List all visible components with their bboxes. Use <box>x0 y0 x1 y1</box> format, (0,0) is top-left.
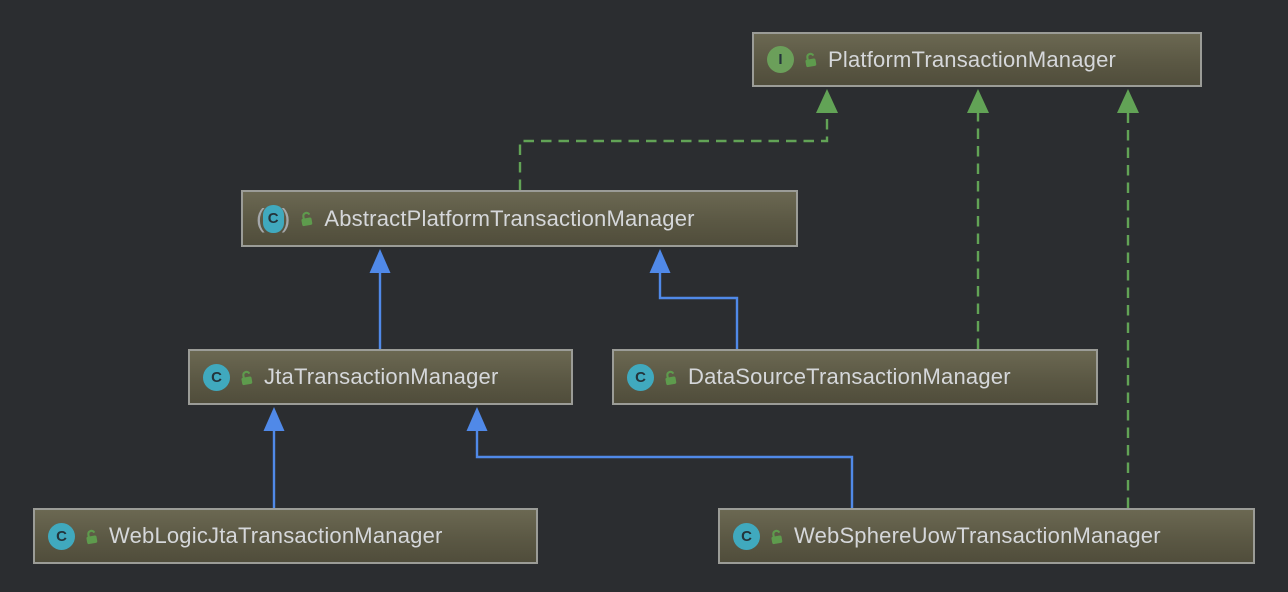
open-padlock-icon <box>805 52 817 68</box>
class-icon: C <box>203 363 230 391</box>
node-platform-transaction-manager[interactable]: I PlatformTransactionManager <box>752 32 1202 87</box>
abstract-class-icon: ( C ) <box>256 203 291 233</box>
arrowhead-implements <box>1117 89 1139 113</box>
node-label: PlatformTransactionManager <box>828 46 1117 72</box>
edge-datasource-extends-abstract <box>649 249 739 349</box>
node-label: WebLogicJtaTransactionManager <box>109 523 443 548</box>
node-label: AbstractPlatformTransactionManager <box>324 205 695 231</box>
node-abstract-platform-transaction-manager[interactable]: ( C ) AbstractPlatformTransactionManager <box>241 190 798 247</box>
class-icon: C <box>627 363 654 391</box>
node-label: DataSourceTransactionManager <box>688 364 1011 389</box>
edge-websphere-implements-platform <box>1117 89 1139 508</box>
arrowhead-extends <box>369 249 391 273</box>
node-label: JtaTransactionManager <box>264 364 499 389</box>
interface-icon: I <box>767 46 794 73</box>
edge-datasource-implements-platform <box>967 89 989 349</box>
arrowhead-implements <box>816 89 838 113</box>
node-websphere-uow-transaction-manager[interactable]: C WebSphereUowTransactionManager <box>718 508 1255 564</box>
open-padlock-icon <box>86 529 98 544</box>
open-padlock-icon <box>771 529 783 544</box>
edge-jta-extends-abstract <box>369 249 391 349</box>
class-icon: C <box>733 522 760 550</box>
node-datasource-transaction-manager[interactable]: C DataSourceTransactionManager <box>612 349 1098 405</box>
node-jta-transaction-manager[interactable]: C JtaTransactionManager <box>188 349 573 405</box>
open-padlock-icon <box>241 370 253 385</box>
open-padlock-icon <box>301 211 313 227</box>
node-weblogic-jta-transaction-manager[interactable]: C WebLogicJtaTransactionManager <box>33 508 538 564</box>
edge-websphere-extends-jta <box>466 407 854 508</box>
class-icon: C <box>48 522 75 550</box>
arrowhead-extends <box>649 249 671 273</box>
arrowhead-implements <box>967 89 989 113</box>
node-label: WebSphereUowTransactionManager <box>794 523 1161 548</box>
edge-weblogic-extends-jta <box>263 407 285 508</box>
edge-abstract-implements-platform <box>518 89 838 190</box>
arrowhead-extends <box>466 407 488 431</box>
arrowhead-extends <box>263 407 285 431</box>
open-padlock-icon <box>665 370 677 385</box>
